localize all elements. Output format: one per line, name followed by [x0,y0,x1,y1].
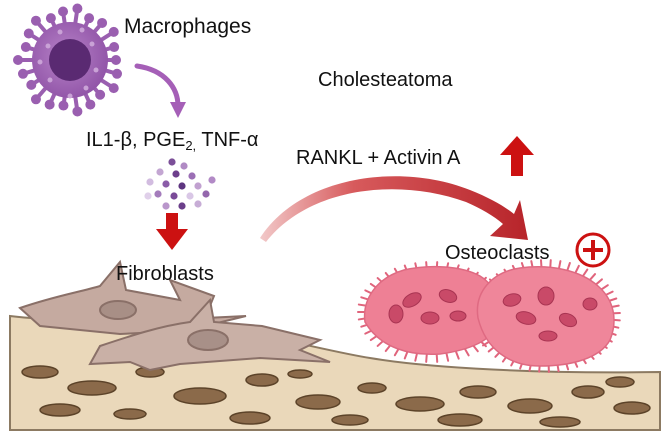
macrophages-label: Macrophages [124,15,252,38]
pge-subscript: 2, [185,138,197,153]
cytokine-tnf-text: TNF-α [196,129,259,151]
fibroblasts-label: Fibroblasts [116,263,214,285]
curved-arrow-purple-icon [134,63,186,118]
plus-circle-icon [575,232,611,268]
cytokine-il1-pge-text: IL1-β, PGE [86,129,186,151]
osteoclasts-label: Osteoclasts [445,242,550,264]
curved-arrow-red-icon [260,176,528,242]
down-arrow-icon [156,213,188,250]
cytokines-label: IL1-β, PGE2, TNF-α [86,130,258,152]
macrophage-cell-icon [13,3,123,117]
cytokine-particles-icon [144,158,216,210]
fibroblast-cells-icon [18,259,331,372]
rankl-activin-label: RANKL + Activin A [296,147,461,169]
cholesteatoma-label: Cholesteatoma [318,69,453,91]
up-arrow-icon [500,136,534,176]
osteoclast-cells-icon [357,259,621,373]
